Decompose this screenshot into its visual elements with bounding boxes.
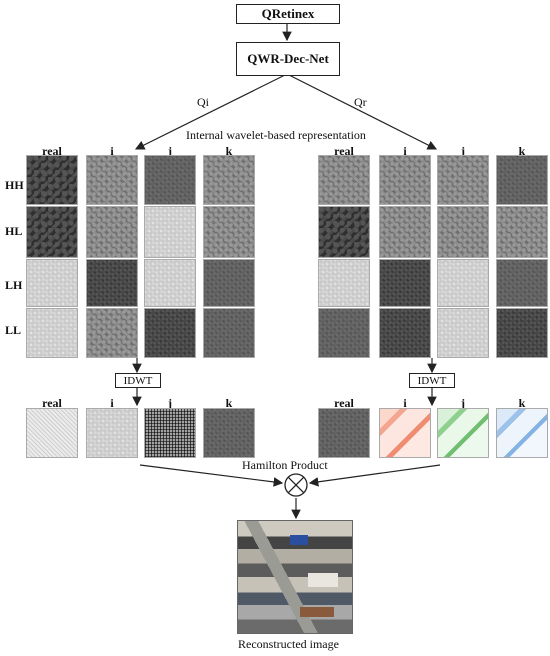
left-hl-k-tile [203,206,255,258]
right-hh-i-tile [379,155,431,205]
row-label-hh: HH [5,178,24,192]
right-col-header-i: i [403,144,407,158]
left-ll-k-tile [203,308,255,358]
right-idwt-box: IDWT [409,373,455,388]
left-recon-header-real: real [42,396,62,410]
right-recon-i-tile [379,408,431,458]
right-idwt-label: IDWT [417,374,447,387]
right-col-header-j: j [461,144,465,158]
left-lh-k-tile [203,259,255,307]
left-ll-i-tile [86,308,138,358]
left-recon-real-tile [26,408,78,458]
arrow-right-to-product [308,464,441,487]
right-recon-j-tile [437,408,489,458]
left-col-header-j: j [168,144,172,158]
left-recon-i-tile [86,408,138,458]
left-hl-i-tile [86,206,138,258]
right-recon-header-real: real [334,396,354,410]
reconstructed-image [237,520,353,634]
left-recon-k-tile [203,408,255,458]
right-recon-k-tile [496,408,548,458]
right-ll-j-tile [437,308,489,358]
output-label: Reconstructed image [238,637,339,651]
right-hl-k-tile [496,206,548,258]
left-hl-real-tile [26,206,78,258]
branch-qr-label: Qr [354,95,367,109]
right-hl-j-tile [437,206,489,258]
left-lh-i-tile [86,259,138,307]
right-ll-k-tile [496,308,548,358]
left-recon-header-j: j [168,396,172,410]
right-ll-i-tile [379,308,431,358]
left-lh-j-tile [144,259,196,307]
left-lh-real-tile [26,259,78,307]
left-recon-j-tile [144,408,196,458]
right-recon-header-k: k [518,396,526,410]
qretinex-label: QRetinex [261,6,315,21]
row-label-lh: LH [5,278,23,292]
right-recon-header-j: j [461,396,465,410]
right-recon-real-tile [318,408,370,458]
left-hl-j-tile [144,206,196,258]
left-hh-i-tile [86,155,138,205]
section-title: Internal wavelet-based representation [186,128,366,142]
left-recon-header-k: k [225,396,233,410]
branch-qi-label: Qi [197,95,209,109]
right-hh-j-tile [437,155,489,205]
qretinex-box: QRetinex [236,4,340,24]
right-lh-j-tile [437,259,489,307]
right-col-header-real: real [334,144,354,158]
hamilton-product-label: Hamilton Product [242,458,328,472]
left-col-header-i: i [110,144,114,158]
left-ll-real-tile [26,308,78,358]
left-hh-k-tile [203,155,255,205]
right-lh-k-tile [496,259,548,307]
left-hh-j-tile [144,155,196,205]
right-col-header-k: k [518,144,526,158]
right-recon-header-i: i [403,396,407,410]
qwr-dec-net-label: QWR-Dec-Net [247,51,329,66]
row-label-hl: HL [5,224,23,238]
left-ll-j-tile [144,308,196,358]
right-hl-i-tile [379,206,431,258]
row-label-ll: LL [5,323,22,337]
left-col-header-k: k [225,144,233,158]
left-col-header-real: real [42,144,62,158]
hamilton-product-symbol [284,473,308,497]
right-lh-i-tile [379,259,431,307]
left-hh-real-tile [26,155,78,205]
left-idwt-box: IDWT [115,373,161,388]
left-idwt-label: IDWT [123,374,153,387]
right-hh-real-tile [318,155,370,205]
right-hl-real-tile [318,206,370,258]
right-ll-real-tile [318,308,370,358]
right-hh-k-tile [496,155,548,205]
right-lh-real-tile [318,259,370,307]
qwr-dec-net-box: QWR-Dec-Net [236,42,340,76]
left-recon-header-i: i [110,396,114,410]
